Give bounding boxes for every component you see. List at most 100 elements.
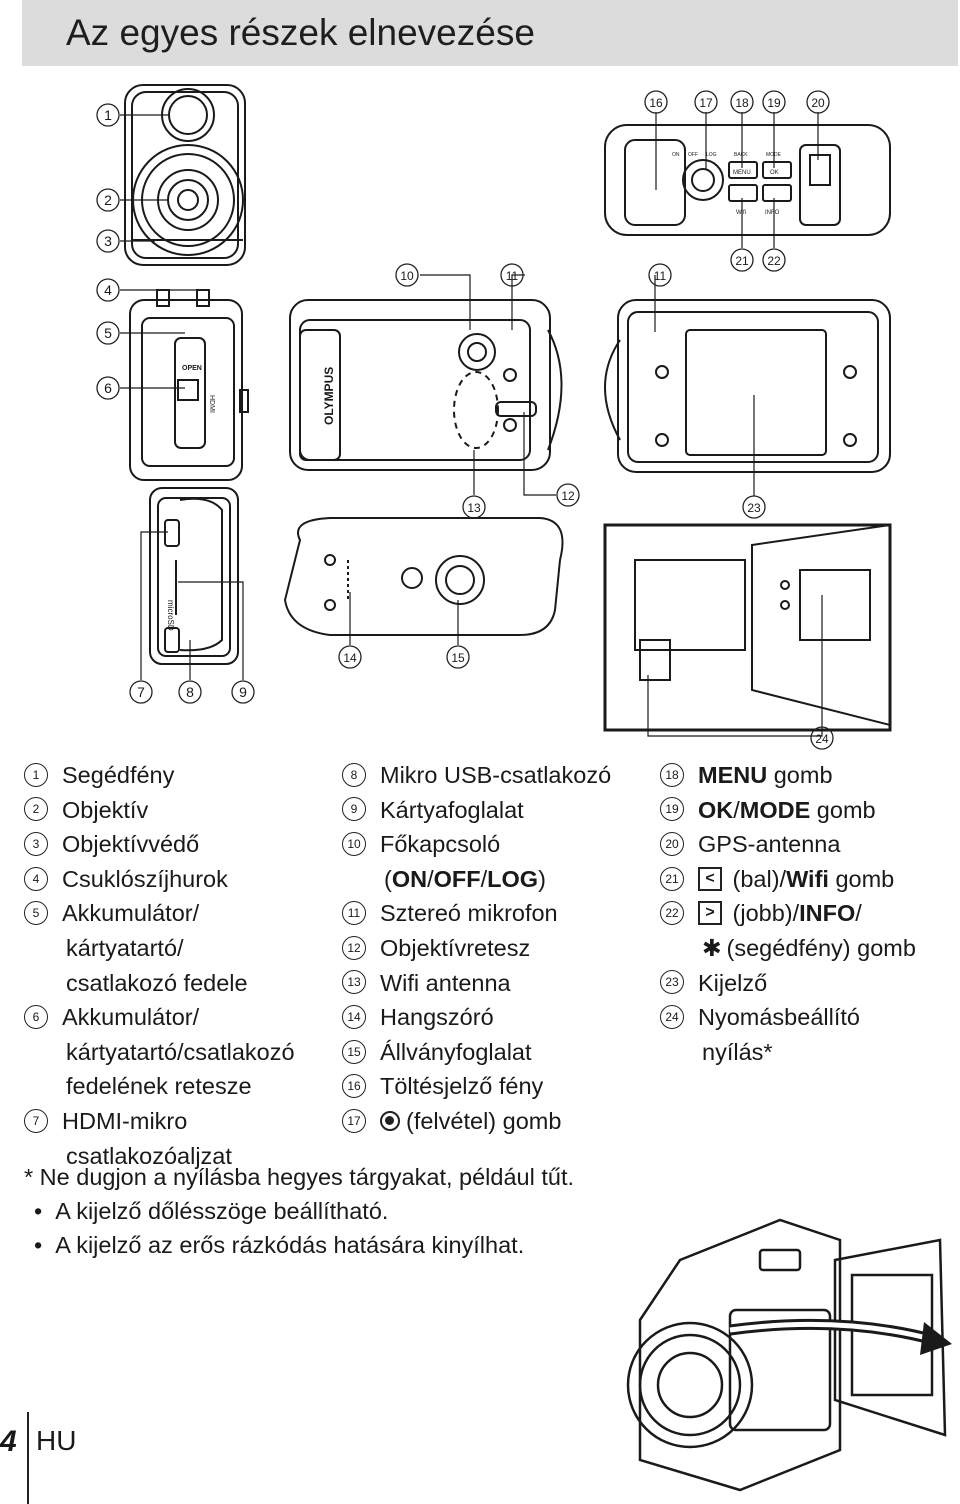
open-label: OPEN (182, 365, 202, 372)
callout-21: 21 (730, 248, 754, 272)
callout-5: 5 (96, 321, 120, 345)
svg-text:14: 14 (343, 651, 357, 665)
callout-1: 1 (96, 103, 120, 127)
callout-7: 7 (129, 680, 153, 704)
back-label: BACK (734, 152, 748, 158)
svg-text:23: 23 (747, 501, 761, 515)
svg-text:19: 19 (767, 96, 781, 110)
legend-item-21: 21< (bal)/Wifi gomb (660, 862, 955, 897)
svg-text:11: 11 (506, 269, 519, 283)
leader-lines (120, 112, 823, 737)
callout-24: 24 (810, 726, 834, 750)
svg-text:16: 16 (649, 96, 663, 110)
svg-text:9: 9 (239, 684, 247, 700)
bullet-note-2: • A kijelző az erős rázkódás hatására ki… (34, 1232, 525, 1258)
page-title: Az egyes részek elnevezése (66, 12, 535, 53)
callout-3: 3 (96, 229, 120, 253)
page-language: HU (36, 1425, 77, 1456)
camera-back-view-right (604, 299, 891, 473)
svg-text:24: 24 (815, 732, 829, 746)
callout-4: 4 (96, 278, 120, 302)
side-door-detail (149, 487, 239, 665)
mode-label: MODE (766, 152, 782, 158)
svg-text:4: 4 (104, 282, 112, 298)
svg-text:13: 13 (467, 501, 481, 515)
svg-text:10: 10 (400, 269, 414, 283)
info-label: INFO (765, 210, 780, 216)
camera-top-view (604, 124, 891, 236)
bullet-note-1: • A kijelző dőlésszöge beállítható. (34, 1198, 389, 1224)
callout-20: 20 (806, 90, 830, 114)
svg-text:5: 5 (104, 325, 112, 341)
svg-text:1: 1 (104, 107, 112, 123)
svg-text:21: 21 (735, 254, 749, 268)
svg-text:18: 18 (735, 96, 749, 110)
svg-text:6: 6 (104, 380, 112, 396)
callout-12: 12 (556, 483, 580, 507)
hdmi-label-side: HDMI (208, 395, 215, 413)
svg-text:11: 11 (654, 269, 667, 283)
camera-bottom-view (283, 517, 564, 636)
callout-11a: 11 (500, 263, 524, 287)
svg-text:22: 22 (767, 254, 781, 268)
legend-item-22: 22> (jobb)/INFO/ (660, 896, 955, 931)
svg-text:17: 17 (699, 96, 713, 110)
callout-14: 14 (338, 645, 362, 669)
camera-diagram: 1 2 3 4 5 6 7 8 9 10 11 11 12 13 14 15 1… (96, 84, 892, 750)
callout-labels: 1 2 3 4 5 6 7 8 9 10 11 11 12 13 14 15 1… (96, 90, 834, 750)
callout-17: 17 (694, 90, 718, 114)
callout-13: 13 (462, 495, 486, 519)
page-number: 4 (0, 1425, 17, 1458)
log-label: LOG (706, 152, 717, 158)
asterisk-note: * Ne dugjon a nyílásba hegyes tárgyakat,… (24, 1164, 575, 1190)
footer-rule (27, 1412, 29, 1504)
right-arrow-icon: > (698, 901, 722, 926)
callout-23: 23 (742, 495, 766, 519)
callout-22: 22 (762, 248, 786, 272)
camera-back-view-middle (289, 299, 563, 471)
menu-label: MENU (733, 170, 751, 176)
callout-19: 19 (762, 90, 786, 114)
svg-text:8: 8 (186, 684, 194, 700)
callout-16: 16 (644, 90, 668, 114)
ok-label: OK (770, 170, 779, 176)
callout-18: 18 (730, 90, 754, 114)
microsd-label: microSD (166, 600, 175, 631)
callout-11b: 11 (648, 263, 672, 287)
callout-9: 9 (231, 680, 255, 704)
camera-printed-labels: OLYMPUS OPEN HDMI microSD MENU OK Wifi I… (166, 152, 782, 631)
record-icon (380, 1110, 400, 1131)
assist-light-icon: ✱ (702, 934, 722, 961)
callout-2: 2 (96, 188, 120, 212)
off-label: OFF (688, 152, 698, 158)
camera-screen-open-illustration (626, 1218, 952, 1492)
svg-text:3: 3 (104, 233, 112, 249)
svg-text:15: 15 (451, 651, 465, 665)
notes: * Ne dugjon a nyílásba hegyes tárgyakat,… (24, 1160, 574, 1262)
camera-side-view (129, 289, 249, 481)
svg-text:7: 7 (137, 684, 145, 700)
screen-open-detail (603, 523, 892, 732)
